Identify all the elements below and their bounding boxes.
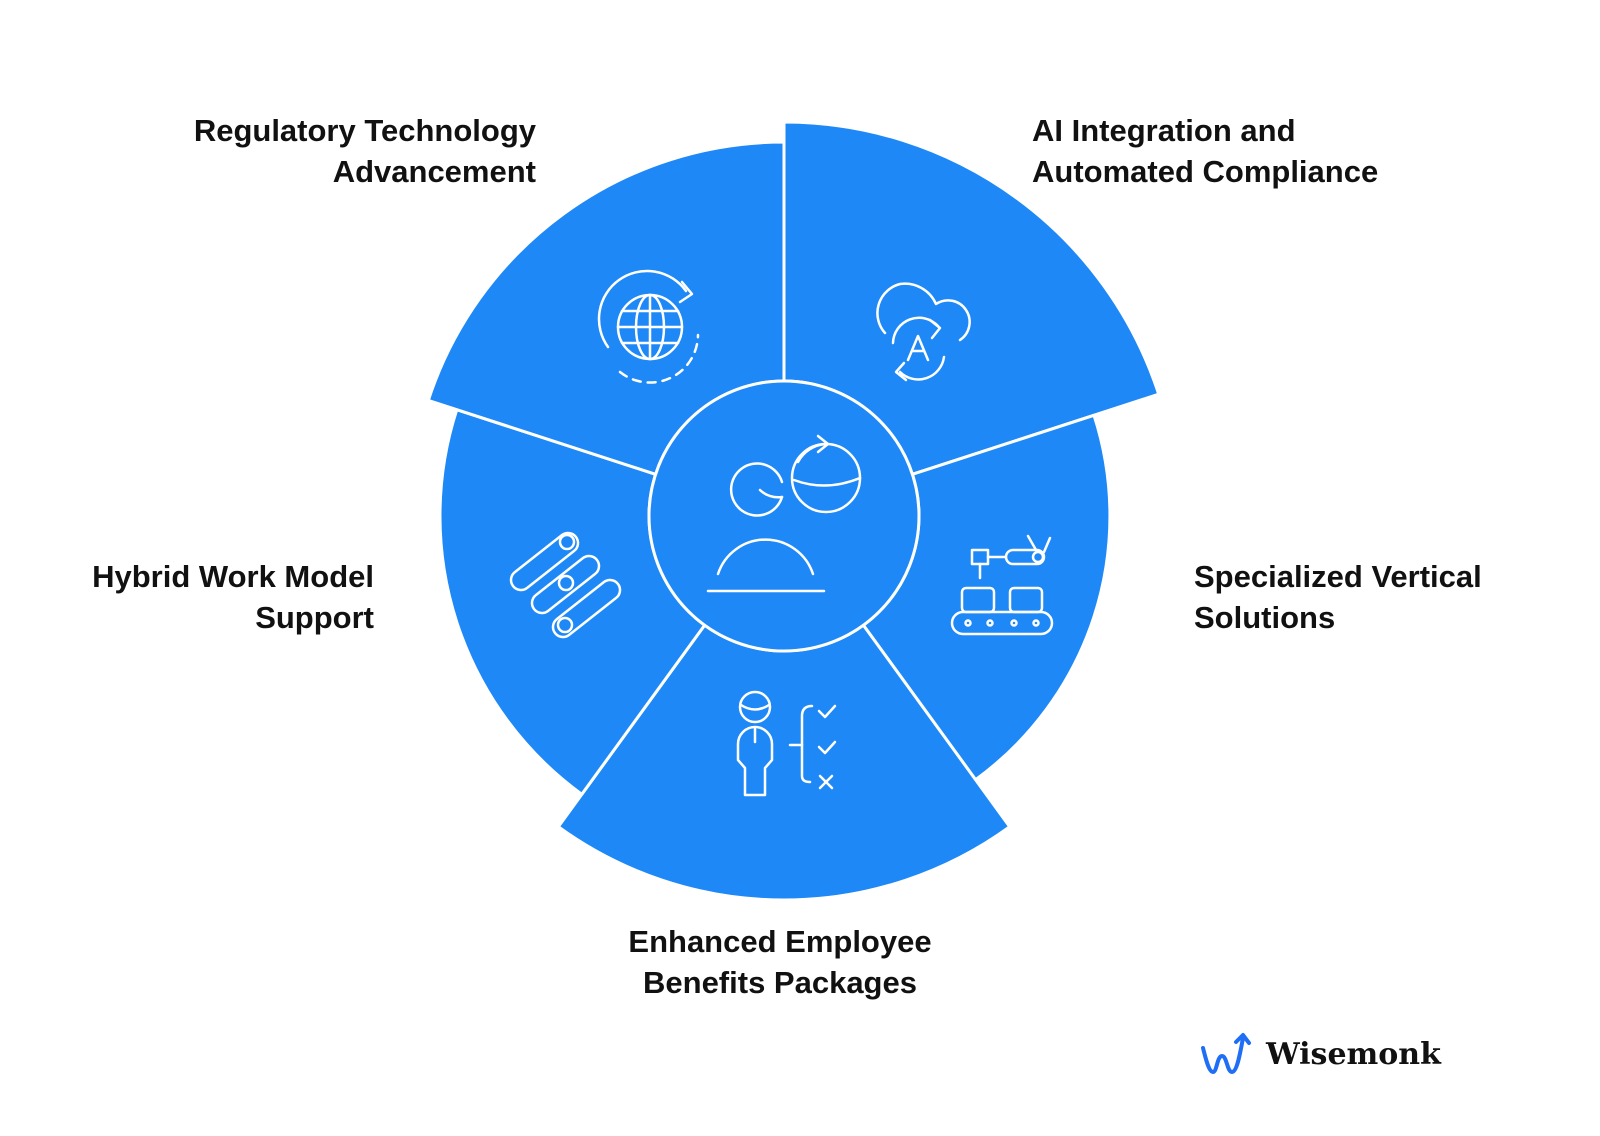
wisemonk-logo-icon	[1201, 1033, 1251, 1074]
globe-cycle-icon	[597, 269, 700, 384]
robotic-arm-conveyor-icon	[950, 534, 1054, 636]
person-checklist-icon	[736, 690, 837, 797]
brand-name: Wisemonk	[1266, 1036, 1441, 1072]
center-hub	[647, 379, 921, 653]
brand: Wisemonk	[1200, 1030, 1441, 1078]
cloud-ai-cycle-icon	[876, 282, 971, 382]
connected-pills-icon	[509, 531, 622, 639]
person-thinking-cycle-icon	[706, 434, 862, 593]
